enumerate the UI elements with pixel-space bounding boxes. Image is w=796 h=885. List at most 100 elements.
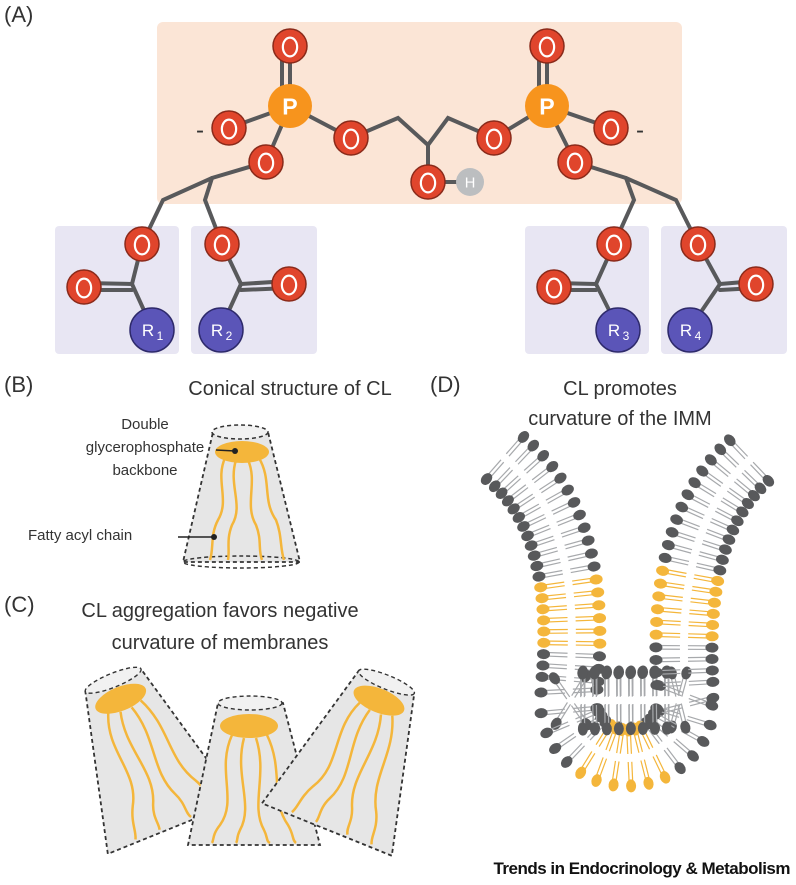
lipid-pair — [704, 454, 760, 502]
lipid-pair — [625, 666, 636, 736]
svg-text:R: R — [680, 321, 692, 340]
lipid-pair — [724, 434, 775, 487]
lipid-pair — [550, 670, 592, 730]
lipid-pair — [488, 439, 540, 493]
lipid-pair — [648, 708, 710, 747]
lipid-pair — [649, 665, 719, 678]
lipid-pair — [649, 629, 719, 642]
oxygen-r2-link — [204, 226, 240, 262]
annotation-head-line3: backbone — [112, 462, 178, 479]
lipid-pair — [623, 723, 637, 793]
svg-text:H: H — [465, 175, 476, 191]
tail-box-r1 — [55, 226, 179, 354]
oxygen-r1-carbonyl — [66, 269, 102, 305]
svg-text:4: 4 — [695, 329, 702, 343]
lipid-pair — [591, 721, 622, 787]
lipid-pair — [649, 642, 719, 653]
lipid-pair — [681, 489, 744, 527]
lipid-pair — [653, 680, 719, 711]
lipid-pair — [537, 613, 607, 626]
lipid-pair — [534, 703, 604, 719]
minus-left: - — [196, 117, 204, 144]
tail-box-r4 — [661, 226, 787, 354]
svg-text:3: 3 — [623, 329, 630, 343]
lipid-pair — [666, 666, 692, 734]
lipid-pair — [527, 535, 595, 561]
lipid-pair — [670, 514, 736, 545]
lipid-pair — [590, 665, 601, 735]
lipid-pair — [537, 637, 607, 649]
lipid-pair — [662, 665, 673, 735]
lipid-pair — [560, 715, 612, 768]
cone-right — [260, 668, 416, 858]
oxygen-ester-left — [248, 144, 284, 180]
lipid-pair — [640, 717, 686, 775]
lipid-pair — [534, 574, 603, 593]
lipid-pair — [614, 665, 625, 735]
cone-center — [186, 695, 322, 846]
lipid-pair — [629, 722, 654, 790]
lipid-pair — [714, 443, 767, 495]
lipid-pair — [521, 509, 586, 542]
lipid-pair — [626, 665, 637, 735]
lipid-pair — [534, 684, 604, 698]
lipid-pair — [638, 665, 649, 735]
lipid-pair — [501, 460, 559, 507]
oxygen-ester-right — [557, 144, 593, 180]
lipid-pair — [653, 578, 723, 597]
lipid-pair — [524, 522, 591, 551]
oxygen-bridge-left — [333, 120, 369, 156]
oxygen-minus-right — [593, 110, 629, 146]
lipid-pair — [658, 552, 727, 576]
lipid-pair — [696, 465, 754, 510]
phosphorus-right: P — [525, 84, 569, 128]
lipid-pair — [652, 591, 721, 608]
panel-d-title-line2: curvature of the IMM — [528, 408, 712, 430]
lipid-pair — [589, 666, 600, 736]
phosphate-headgroup-box — [157, 22, 682, 204]
lipid-pair — [536, 600, 606, 615]
oxygen-r2-carbonyl — [271, 266, 307, 302]
lipid-pair — [480, 431, 530, 485]
svg-text:1: 1 — [157, 329, 164, 343]
oxygen-r3-link — [596, 226, 632, 262]
tail-box-r2 — [191, 226, 317, 354]
lipid-pair — [652, 692, 720, 718]
annotation-tail: Fatty acyl chain — [28, 527, 133, 544]
lipid-pair — [495, 450, 550, 499]
oxygen-top-right — [529, 28, 565, 64]
lipid-pair — [650, 703, 717, 731]
lipid-pair — [540, 706, 605, 739]
oxygen-r4-link — [680, 226, 716, 262]
lipid-pair — [536, 660, 606, 674]
tail-box-r3 — [525, 226, 649, 354]
lipid-pair — [650, 676, 720, 691]
lipid-pair — [548, 672, 593, 731]
lipid-pair — [651, 604, 720, 619]
svg-text:R: R — [211, 321, 223, 340]
lipid-pair — [613, 666, 624, 736]
panel-b-label: (B) — [4, 372, 34, 397]
oxygen-r3-carbonyl — [536, 269, 572, 305]
lipid-pair — [602, 665, 613, 735]
lipid-pair — [661, 665, 672, 735]
annotation-head-line2: glycerophosphate — [85, 439, 205, 456]
lipid-pair — [535, 671, 605, 687]
lipid-pair — [537, 625, 607, 637]
svg-text:P: P — [539, 93, 554, 119]
cone-bottom — [182, 555, 300, 569]
lipid-pair — [649, 665, 660, 735]
lipid-pair — [517, 497, 581, 532]
journal-footer: Trends in Endocrinology & Metabolism — [493, 859, 790, 878]
phosphorus-left: P — [268, 84, 312, 128]
lipid-pair — [666, 666, 691, 734]
lipid-pair — [650, 616, 720, 631]
oxygen-r4-carbonyl — [738, 266, 774, 302]
minus-right: - — [636, 117, 644, 144]
lipid-pair — [649, 654, 719, 665]
molecular-bonds — [82, 43, 758, 330]
lipid-pair — [661, 539, 729, 565]
